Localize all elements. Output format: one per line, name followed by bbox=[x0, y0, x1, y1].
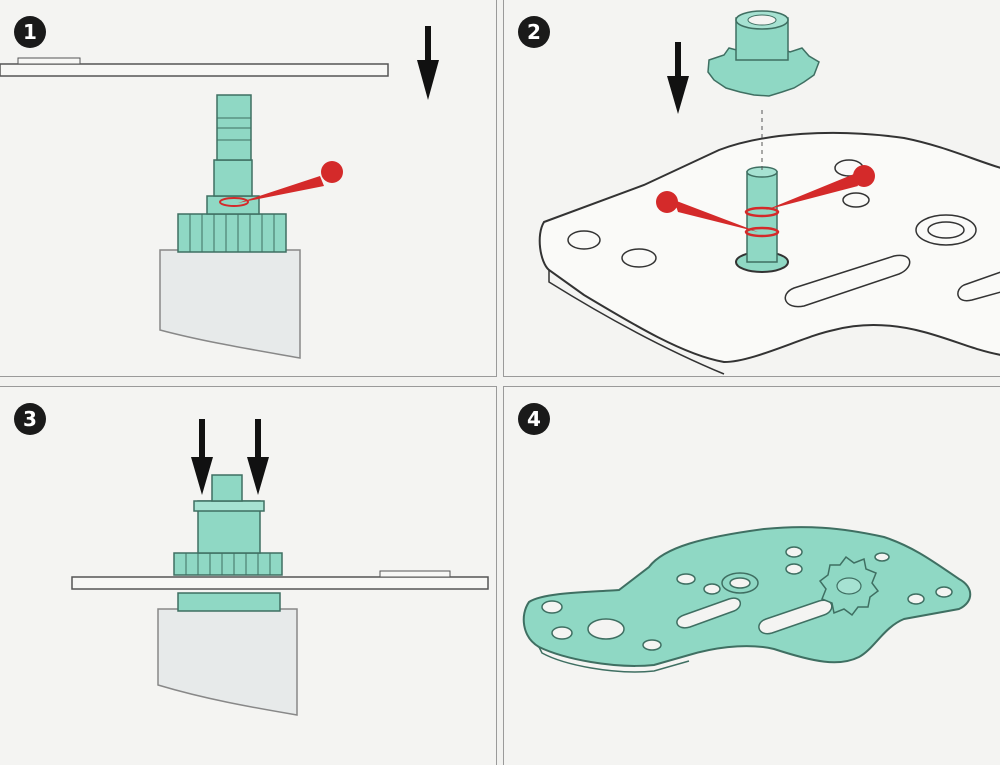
grease-point-upper bbox=[744, 206, 780, 218]
grease-point-lower bbox=[744, 226, 780, 238]
grease-applicator-icon bbox=[656, 191, 758, 232]
arrow-down-icon bbox=[417, 26, 439, 100]
gear-shaft bbox=[206, 94, 260, 215]
assembled-plate bbox=[522, 526, 972, 667]
grease-point bbox=[219, 197, 249, 207]
grease-applicator-icon bbox=[766, 165, 875, 210]
assembled-pinion bbox=[173, 474, 283, 576]
mounting-plate-edge bbox=[0, 63, 389, 77]
step-2-illustration bbox=[538, 10, 1000, 375]
step-1-panel: 1 bbox=[0, 0, 497, 377]
step-2-badge: 2 bbox=[518, 16, 550, 48]
arrow-down-icon bbox=[667, 42, 689, 114]
mounting-plate-edge bbox=[71, 576, 489, 590]
arrow-down-icon bbox=[191, 419, 213, 495]
step-1-badge: 1 bbox=[14, 16, 46, 48]
step-4-panel: 4 bbox=[503, 386, 1000, 765]
plate-thickness-edge bbox=[538, 646, 690, 673]
step-3-badge: 3 bbox=[14, 403, 46, 435]
step-4-badge: 4 bbox=[518, 403, 550, 435]
step-2-panel: 2 bbox=[503, 0, 1000, 377]
plate-thickness-edge bbox=[548, 270, 725, 375]
plate-tab bbox=[17, 57, 81, 65]
step-3-panel: 3 bbox=[0, 386, 497, 765]
motor-housing bbox=[157, 608, 298, 716]
step-4-illustration bbox=[522, 526, 972, 673]
pinion-gear bbox=[818, 555, 880, 617]
plate-holes bbox=[541, 546, 953, 651]
lower-gear bbox=[177, 592, 281, 612]
grease-applicator-icon bbox=[238, 161, 343, 203]
pinion-gear bbox=[707, 10, 820, 97]
arrow-down-icon bbox=[247, 419, 269, 495]
shaft-bushing bbox=[721, 572, 759, 594]
plate-tab bbox=[379, 570, 451, 578]
motor-housing bbox=[159, 249, 301, 359]
step-1-illustration bbox=[0, 26, 439, 359]
gear-wheel bbox=[177, 213, 287, 253]
step-3-illustration bbox=[71, 419, 489, 716]
